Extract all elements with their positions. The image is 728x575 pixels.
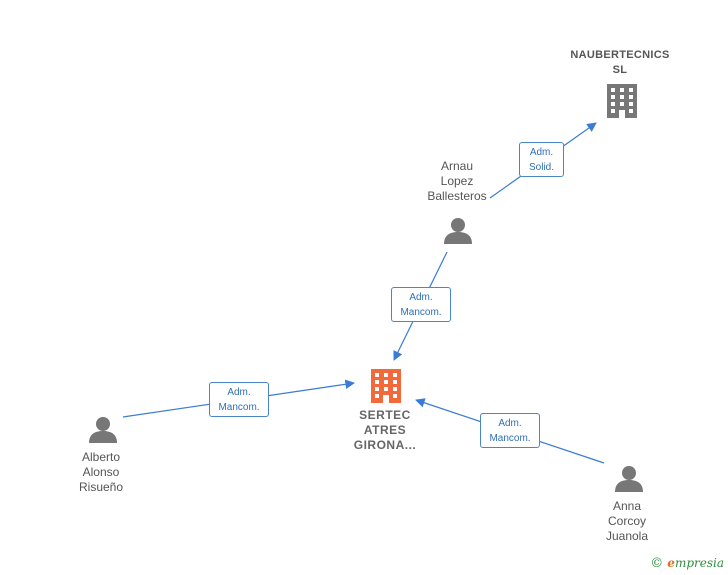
relation-line: Adm. [227,387,251,398]
building-icon-highlighted[interactable] [371,369,401,403]
node-label-line: Alonso [82,465,120,479]
node-label-line: NAUBERTECNICS [570,49,670,61]
node-label-line: Anna [612,499,642,513]
relation-line: Adm. [498,418,522,429]
relation-badge-adm-mancom[interactable]: Adm. Mancom. [209,382,269,417]
person-icon[interactable] [444,218,472,244]
brand-logo: ©empresia [650,556,724,571]
node-label-line: ATRES [363,423,407,437]
node-label-line: Juanola [605,529,649,543]
brand-name: mpresia [674,556,724,570]
node-label-arnau[interactable]: Arnau Lopez Ballesteros [427,159,486,204]
node-label-line: Arnau [440,159,474,173]
node-label-line: SERTEC [359,408,411,422]
node-label-alberto[interactable]: Alberto Alonso Risueño [79,450,123,495]
node-label-center[interactable]: SERTEC ATRES GIRONA... [354,408,417,453]
relation-line: Adm. [529,147,554,158]
node-label-line: Ballesteros [427,189,487,203]
node-label-line: Risueño [78,480,124,494]
relation-badge-adm-mancom[interactable]: Adm. Mancom. [480,413,540,448]
relation-line: Solid. [528,162,554,173]
relation-line: Mancom. [489,433,531,444]
relation-line: Mancom. [400,307,442,318]
node-label-line: SL [612,64,628,76]
person-icon[interactable] [89,417,117,443]
relation-badge-adm-mancom[interactable]: Adm. Mancom. [391,287,451,322]
building-icon[interactable] [607,84,637,118]
node-label-line: Corcoy [607,514,647,528]
person-icon[interactable] [615,466,643,492]
relation-line: Mancom. [218,402,260,413]
brand-first-letter: e [667,556,675,570]
node-label-anna[interactable]: Anna Corcoy Juanola [606,499,648,544]
node-label-line: GIRONA... [353,438,417,452]
node-label-line: Lopez [440,174,474,188]
relation-line: Adm. [409,292,433,303]
node-label-naubertecnics[interactable]: NAUBERTECNICS SL [570,48,669,78]
node-label-line: Alberto [81,450,121,464]
copyright-symbol: © [650,556,664,571]
relation-badge-adm-solid[interactable]: Adm. Solid. [519,142,564,177]
